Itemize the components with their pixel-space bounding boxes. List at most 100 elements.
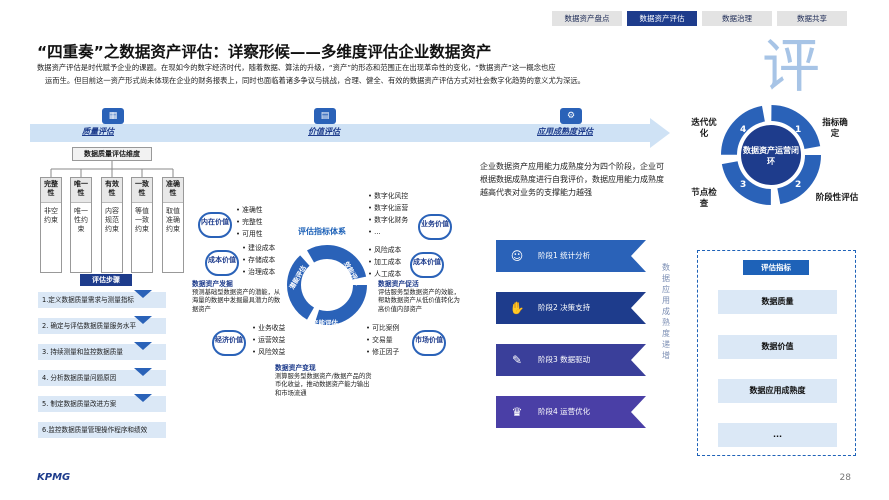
maturity-description: 企业数据资产应用能力成熟度分为四个阶段，企业可根据数据成熟度进行自我评价，数据应… xyxy=(480,162,664,197)
section-maturity: 应用成熟度评估 xyxy=(537,127,593,136)
cycle-center: 数据资产运营闭环 xyxy=(743,146,799,166)
stage-label: 阶段2 决策支持 xyxy=(538,303,591,312)
dimension-body: 内容规范约束 xyxy=(105,207,119,233)
quality-step: 6.监控数据质量管理操作程序和绩效 xyxy=(38,422,166,438)
dimension-accuracy: 准确性 取值准确约束 xyxy=(162,177,184,273)
bullet: 可用性 xyxy=(236,228,262,240)
kpmg-logo: KPMG xyxy=(37,472,71,483)
stage-1-bar: ☺ 阶段1 统计分析 xyxy=(496,240,646,272)
cycle-label-3: 节点检查 xyxy=(691,188,717,209)
stage-3-bar: ✎ 阶段3 数据驱动 xyxy=(496,344,646,376)
bullet: 人工成本 xyxy=(368,268,401,280)
discover-caption: 数据资产发掘 预测基础型数据资产的潜能，从海量的数据中发掘最具潜力的数据资产 xyxy=(192,280,282,314)
maturity-icon: ⚙ xyxy=(560,108,582,124)
page-number: 28 xyxy=(839,473,851,483)
cycle-label-4: 迭代优化 xyxy=(691,118,717,139)
cost-bullets: 建设成本 存储成本 治理成本 xyxy=(242,242,275,278)
step-arrow-icon xyxy=(134,316,152,324)
bullet: 风险成本 xyxy=(368,244,401,256)
cycle-num-3: 3 xyxy=(740,180,747,190)
cycle-label-1: 指标确定 xyxy=(822,118,848,139)
people-icon: ☺ xyxy=(510,249,524,263)
market-value-pill: 市场价值 xyxy=(412,330,446,356)
dimension-head: 有效性 xyxy=(102,178,122,203)
metric-item: 数据质量 xyxy=(718,290,837,314)
stage-2-bar: ✋ 阶段2 决策支持 xyxy=(496,292,646,324)
intrinsic-value-pill: 内在价值 xyxy=(198,212,232,238)
business-bullets: 数字化风控 数字化运营 数字化财务 ... xyxy=(368,190,408,238)
bullet: 建设成本 xyxy=(242,242,275,254)
economic-value-pill: 经济价值 xyxy=(212,330,246,356)
transform-caption: 数据资产变现 测算服务型数据资产/数据产品的货币化收益，推动数据资产能力输出和市… xyxy=(275,364,375,398)
intro-line-1: 数据资产评估是时代赋予企业的课题。在现如今的数字经济时代，随着数据、算法的升级，… xyxy=(37,63,556,72)
caption-title: 数据资产变现 xyxy=(275,364,316,372)
bullet: 完整性 xyxy=(236,216,262,228)
tab-governance[interactable]: 数据治理 xyxy=(702,11,772,26)
handshake-icon: ✋ xyxy=(509,301,525,315)
bullet: 数字化风控 xyxy=(368,190,408,202)
step-arrow-icon xyxy=(134,394,152,402)
dimension-consistency: 一致性 等值一致约束 xyxy=(131,177,153,273)
bullet: 运营效益 xyxy=(252,334,285,346)
market-bullets: 可比案例 交易量 修正因子 xyxy=(366,322,399,358)
caption-text: 评估服务型数据资产的效能，帮助数据资产从低价值转化为高价值内部资产 xyxy=(378,288,460,313)
section-value: 价值评估 xyxy=(308,127,340,136)
caption-title: 数据资产促活 xyxy=(378,280,419,288)
bullet: 数字化财务 xyxy=(368,214,408,226)
dimension-head: 完整性 xyxy=(41,178,61,203)
bullet: 准确性 xyxy=(236,204,262,216)
cost-value-pill: 成本价值 xyxy=(205,250,239,276)
step-arrow-icon xyxy=(134,342,152,350)
ring-title: 评估指标体系 xyxy=(298,227,346,236)
metrics-panel: 评估指标 数据质量 数据价值 数据应用成熟度 ... xyxy=(697,250,856,456)
caption-text: 测算服务型数据资产/数据产品的货币化收益，推动数据资产能力输出和市场流通 xyxy=(275,372,372,397)
stage-4-bar: ♛ 阶段4 运营优化 xyxy=(496,396,646,428)
bullet: 加工成本 xyxy=(368,256,401,268)
bullet: 交易量 xyxy=(366,334,399,346)
quality-dimension-header: 数据质量评估维度 xyxy=(72,147,152,161)
tab-sharing[interactable]: 数据共享 xyxy=(777,11,847,26)
value-ring xyxy=(287,245,367,325)
dimension-body: 唯一性约束 xyxy=(74,207,88,233)
dimension-head: 一致性 xyxy=(132,178,152,203)
metric-item: 数据应用成熟度 xyxy=(718,379,837,403)
step-arrow-icon xyxy=(134,368,152,376)
metrics-header: 评估指标 xyxy=(743,260,809,275)
top-tabs: 数据资产盘点 数据资产评估 数据治理 数据共享 xyxy=(552,11,847,26)
dimension-completeness: 完整性 非空约束 xyxy=(40,177,62,273)
tree-connector xyxy=(50,161,174,177)
pen-icon: ✎ xyxy=(511,353,523,367)
bullet: 可比案例 xyxy=(366,322,399,334)
dimension-body: 取值准确约束 xyxy=(166,207,180,233)
page-title: “四重奏”之数据资产评估：详察形候——多维度评估企业数据资产 xyxy=(37,43,492,61)
caption-title: 数据资产发掘 xyxy=(192,280,233,288)
dimension-uniqueness: 唯一性 唯一性约束 xyxy=(70,177,92,273)
stage-label: 阶段3 数据驱动 xyxy=(538,355,591,364)
big-character: 评 xyxy=(762,32,821,100)
stage-label: 阶段4 运营优化 xyxy=(538,407,591,416)
promote-caption: 数据资产促活 评估服务型数据资产的效能，帮助数据资产从低价值转化为高价值内部资产 xyxy=(378,280,462,314)
quality-icon: ▦ xyxy=(102,108,124,124)
dimension-body: 等值一致约束 xyxy=(135,207,149,233)
intrinsic-bullets: 准确性 完整性 可用性 xyxy=(236,204,262,240)
value-icon: ▤ xyxy=(314,108,336,124)
ring-segment-capacity: 产能评估 xyxy=(312,319,338,327)
metric-item: 数据价值 xyxy=(718,335,837,359)
bullet: 风险效益 xyxy=(252,346,285,358)
bullet: 业务收益 xyxy=(252,322,285,334)
step-arrow-icon xyxy=(134,290,152,298)
cycle-num-4: 4 xyxy=(740,125,747,135)
stage-label: 阶段1 统计分析 xyxy=(538,251,591,260)
dimension-validity: 有效性 内容规范约束 xyxy=(101,177,123,273)
tab-inventory[interactable]: 数据资产盘点 xyxy=(552,11,622,26)
dimension-head: 唯一性 xyxy=(71,178,91,203)
vertical-text: 数据应用成熟度递增 xyxy=(662,263,670,360)
process-arrow xyxy=(30,118,670,148)
dimension-body: 非空约束 xyxy=(44,207,58,224)
bullet: 修正因子 xyxy=(366,346,399,358)
cost-value-pill-right: 成本价值 xyxy=(410,252,444,278)
tab-assessment[interactable]: 数据资产评估 xyxy=(627,11,697,26)
metric-item: ... xyxy=(718,423,837,447)
intro-line-2: 运而生。但目前这一资产形式尚未体现在企业的财务报表上，同时也面临着诸多争议与挑战… xyxy=(45,76,585,85)
section-quality: 质量评估 xyxy=(82,127,114,136)
